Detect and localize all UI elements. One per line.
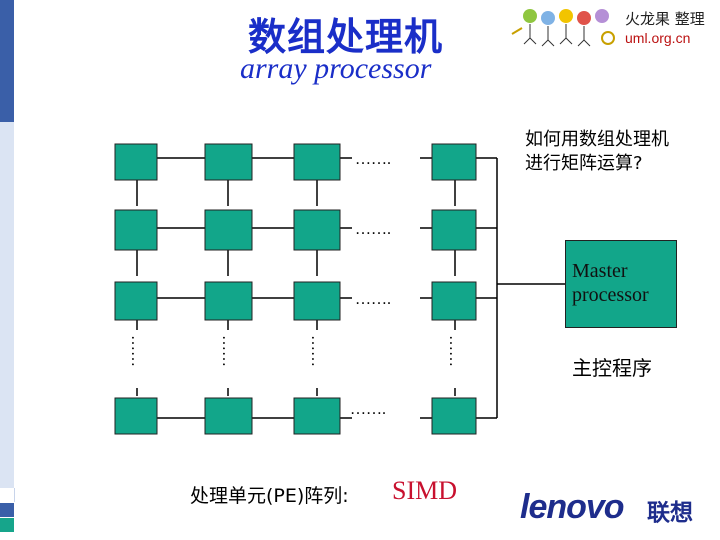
slide-title-en: array processor bbox=[240, 52, 432, 85]
question-line-2: 进行矩阵运算? bbox=[525, 153, 643, 174]
col-ellipsis: …… bbox=[128, 335, 145, 367]
col-ellipsis: …… bbox=[219, 335, 236, 367]
decor-square-teal bbox=[0, 518, 14, 532]
pe-cell bbox=[204, 143, 253, 181]
umlchina-url: uml.org.cn bbox=[625, 30, 691, 46]
question-line-1: 如何用数组处理机 bbox=[525, 129, 669, 150]
pe-cell bbox=[293, 143, 341, 181]
master-label-line-2: processor bbox=[572, 284, 649, 306]
umlchina-text: 火龙果 整理 bbox=[625, 10, 705, 28]
row-ellipsis: ……. bbox=[350, 401, 386, 418]
pe-cell bbox=[114, 281, 158, 321]
pe-array-caption: 处理单元(PE)阵列: bbox=[190, 485, 349, 507]
master-label-line-1: Master bbox=[572, 260, 628, 282]
simd-label: SIMD bbox=[392, 476, 458, 505]
pe-cell bbox=[204, 281, 253, 321]
pe-cell bbox=[431, 143, 477, 181]
pe-cell bbox=[293, 397, 341, 435]
col-ellipsis: …… bbox=[308, 335, 325, 367]
decor-square-white bbox=[0, 488, 15, 502]
pe-cell bbox=[431, 281, 477, 321]
lenovo-logo-cn: 联想 bbox=[647, 500, 693, 526]
pe-cell bbox=[114, 143, 158, 181]
matrix-question: 如何用数组处理机 进行矩阵运算? bbox=[525, 128, 669, 176]
row-ellipsis: ……. bbox=[355, 221, 391, 238]
umlchina-logo bbox=[511, 9, 615, 47]
row-ellipsis: ……. bbox=[355, 291, 391, 308]
pe-cell bbox=[431, 397, 477, 435]
connection-lines bbox=[136, 157, 565, 419]
pe-cell bbox=[204, 209, 253, 251]
decor-square-blue bbox=[0, 503, 14, 517]
decor-strip-dark bbox=[0, 0, 14, 122]
stick-figures-icon bbox=[511, 24, 591, 47]
row-ellipsis: ……. bbox=[355, 151, 391, 168]
main-program-label: 主控程序 bbox=[572, 356, 652, 380]
lenovo-logo: lenovo bbox=[520, 488, 625, 526]
decor-strip-light bbox=[0, 122, 14, 502]
master-processor-label: Master processor bbox=[572, 259, 649, 307]
col-ellipsis: …… bbox=[446, 335, 463, 367]
pe-cell bbox=[293, 209, 341, 251]
master-processor-box: Master processor bbox=[565, 240, 677, 328]
pe-cell bbox=[114, 397, 158, 435]
pe-cell bbox=[293, 281, 341, 321]
pe-cell bbox=[114, 209, 158, 251]
pe-cell bbox=[204, 397, 253, 435]
slide-title-cn: 数组处理机 bbox=[248, 15, 444, 59]
pe-cell bbox=[431, 209, 477, 251]
